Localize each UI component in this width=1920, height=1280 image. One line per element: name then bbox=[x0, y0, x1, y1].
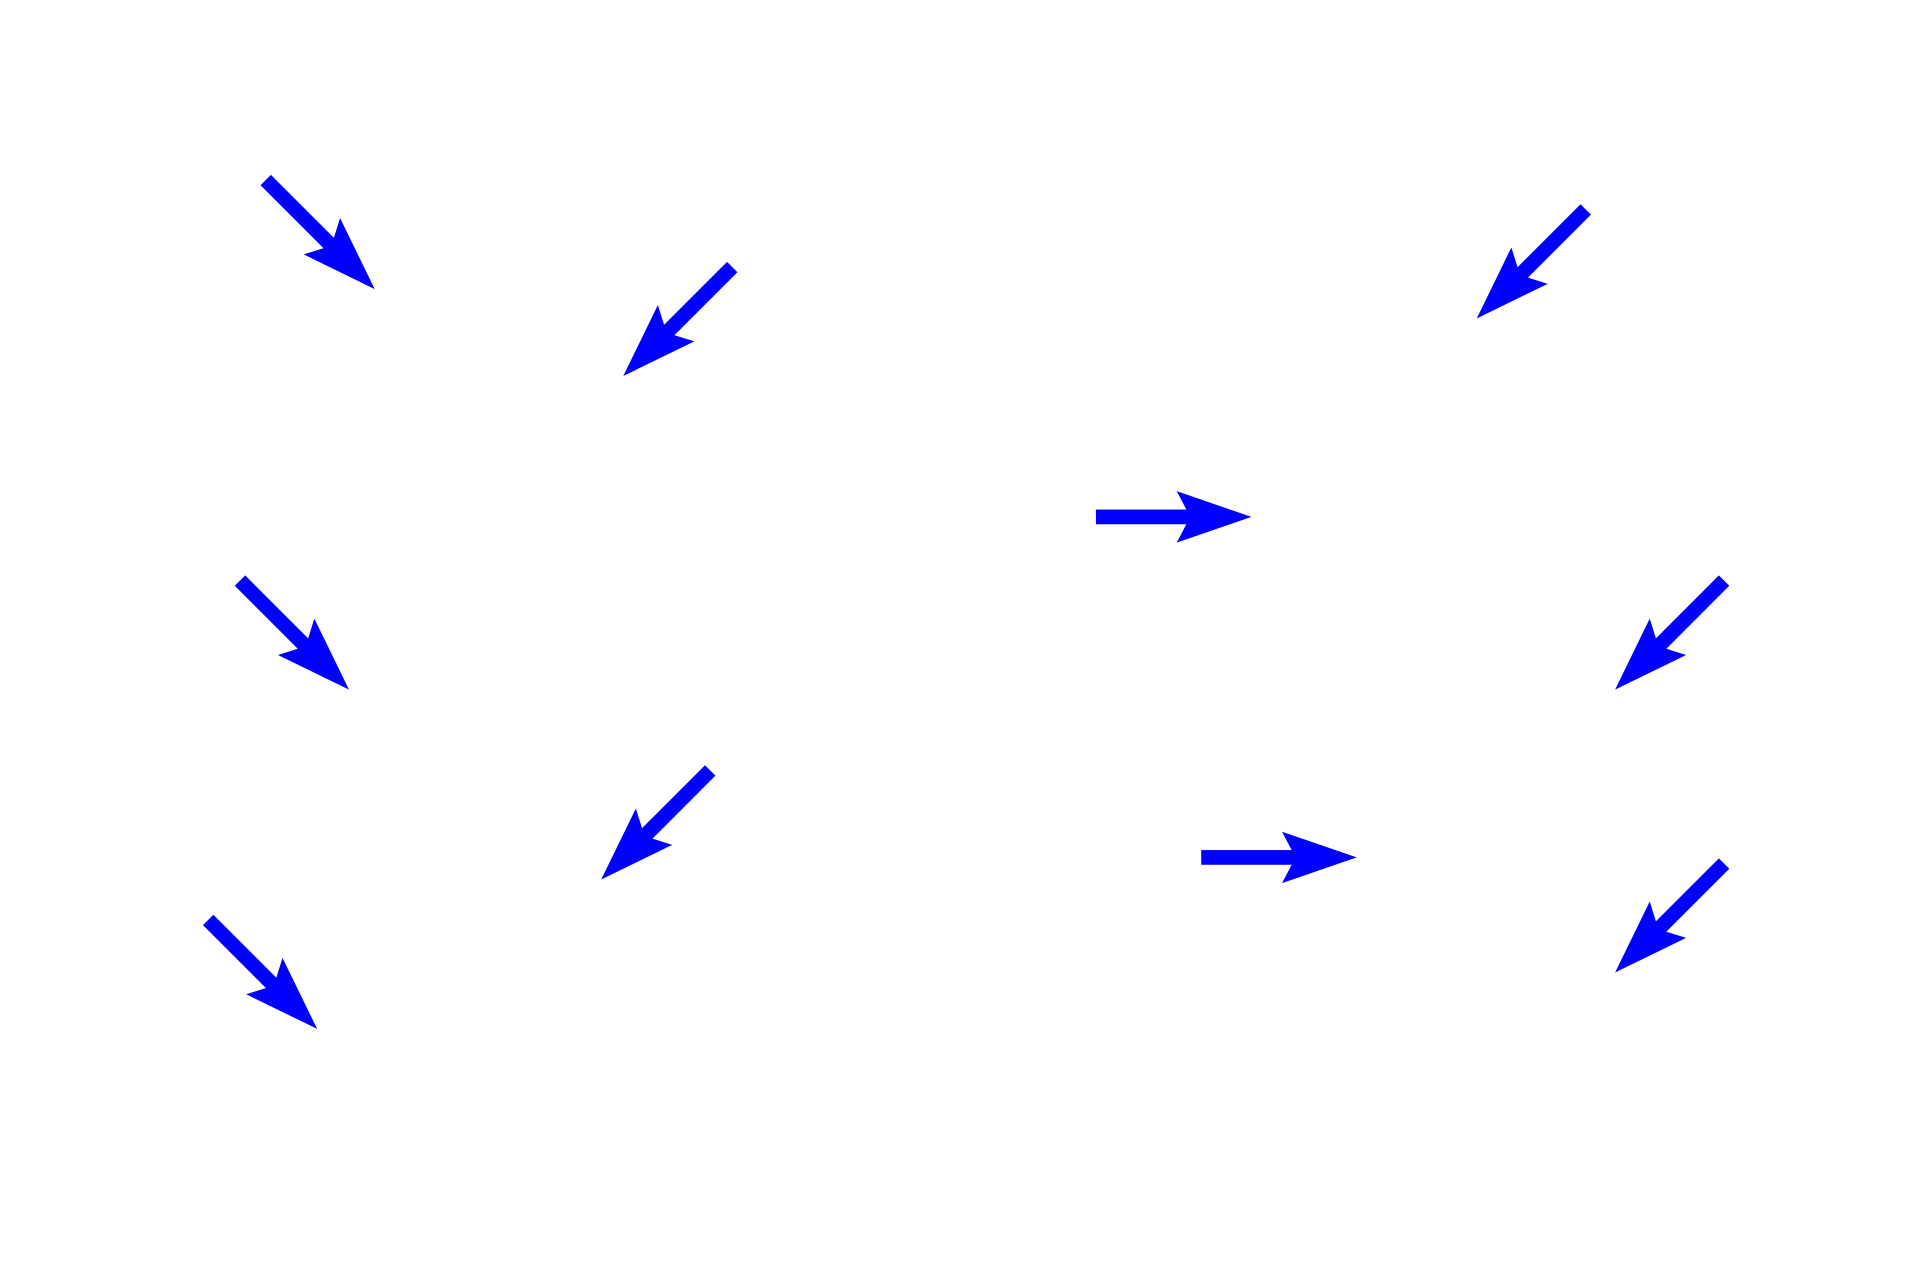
arrow-head bbox=[1615, 901, 1687, 973]
arrow-head bbox=[1615, 618, 1687, 690]
quiver-arrow bbox=[601, 765, 716, 880]
quiver-arrow bbox=[623, 261, 738, 377]
arrow-shaft bbox=[1649, 858, 1730, 938]
quiver-arrow bbox=[1615, 858, 1730, 973]
arrow-shaft bbox=[234, 575, 315, 655]
quiver-arrow bbox=[1615, 575, 1730, 690]
quiver-arrow bbox=[1095, 491, 1252, 543]
arrow-shaft bbox=[202, 914, 283, 995]
arrow-head bbox=[303, 218, 375, 290]
quiver-arrow bbox=[234, 575, 349, 690]
quiver-arrow bbox=[202, 914, 318, 1029]
arrow-head bbox=[1476, 247, 1548, 319]
arrow-head bbox=[623, 305, 695, 377]
arrow-shaft bbox=[1201, 850, 1301, 865]
arrow-head bbox=[1176, 491, 1252, 543]
quiver-arrow bbox=[1201, 831, 1357, 884]
arrow-head bbox=[246, 957, 318, 1029]
arrow-head bbox=[1282, 831, 1357, 884]
arrow-shaft bbox=[260, 174, 341, 255]
arrow-layer bbox=[202, 174, 1730, 1029]
arrow-shaft bbox=[1095, 509, 1196, 525]
quiver-arrow bbox=[1476, 204, 1591, 319]
arrow-shaft bbox=[1511, 204, 1591, 284]
arrow-head bbox=[601, 808, 673, 880]
quiver-arrow bbox=[260, 174, 375, 290]
arrow-shaft bbox=[635, 765, 716, 845]
arrow-shaft bbox=[1649, 575, 1730, 655]
arrow-head bbox=[277, 618, 349, 690]
arrow-shaft bbox=[657, 261, 738, 342]
